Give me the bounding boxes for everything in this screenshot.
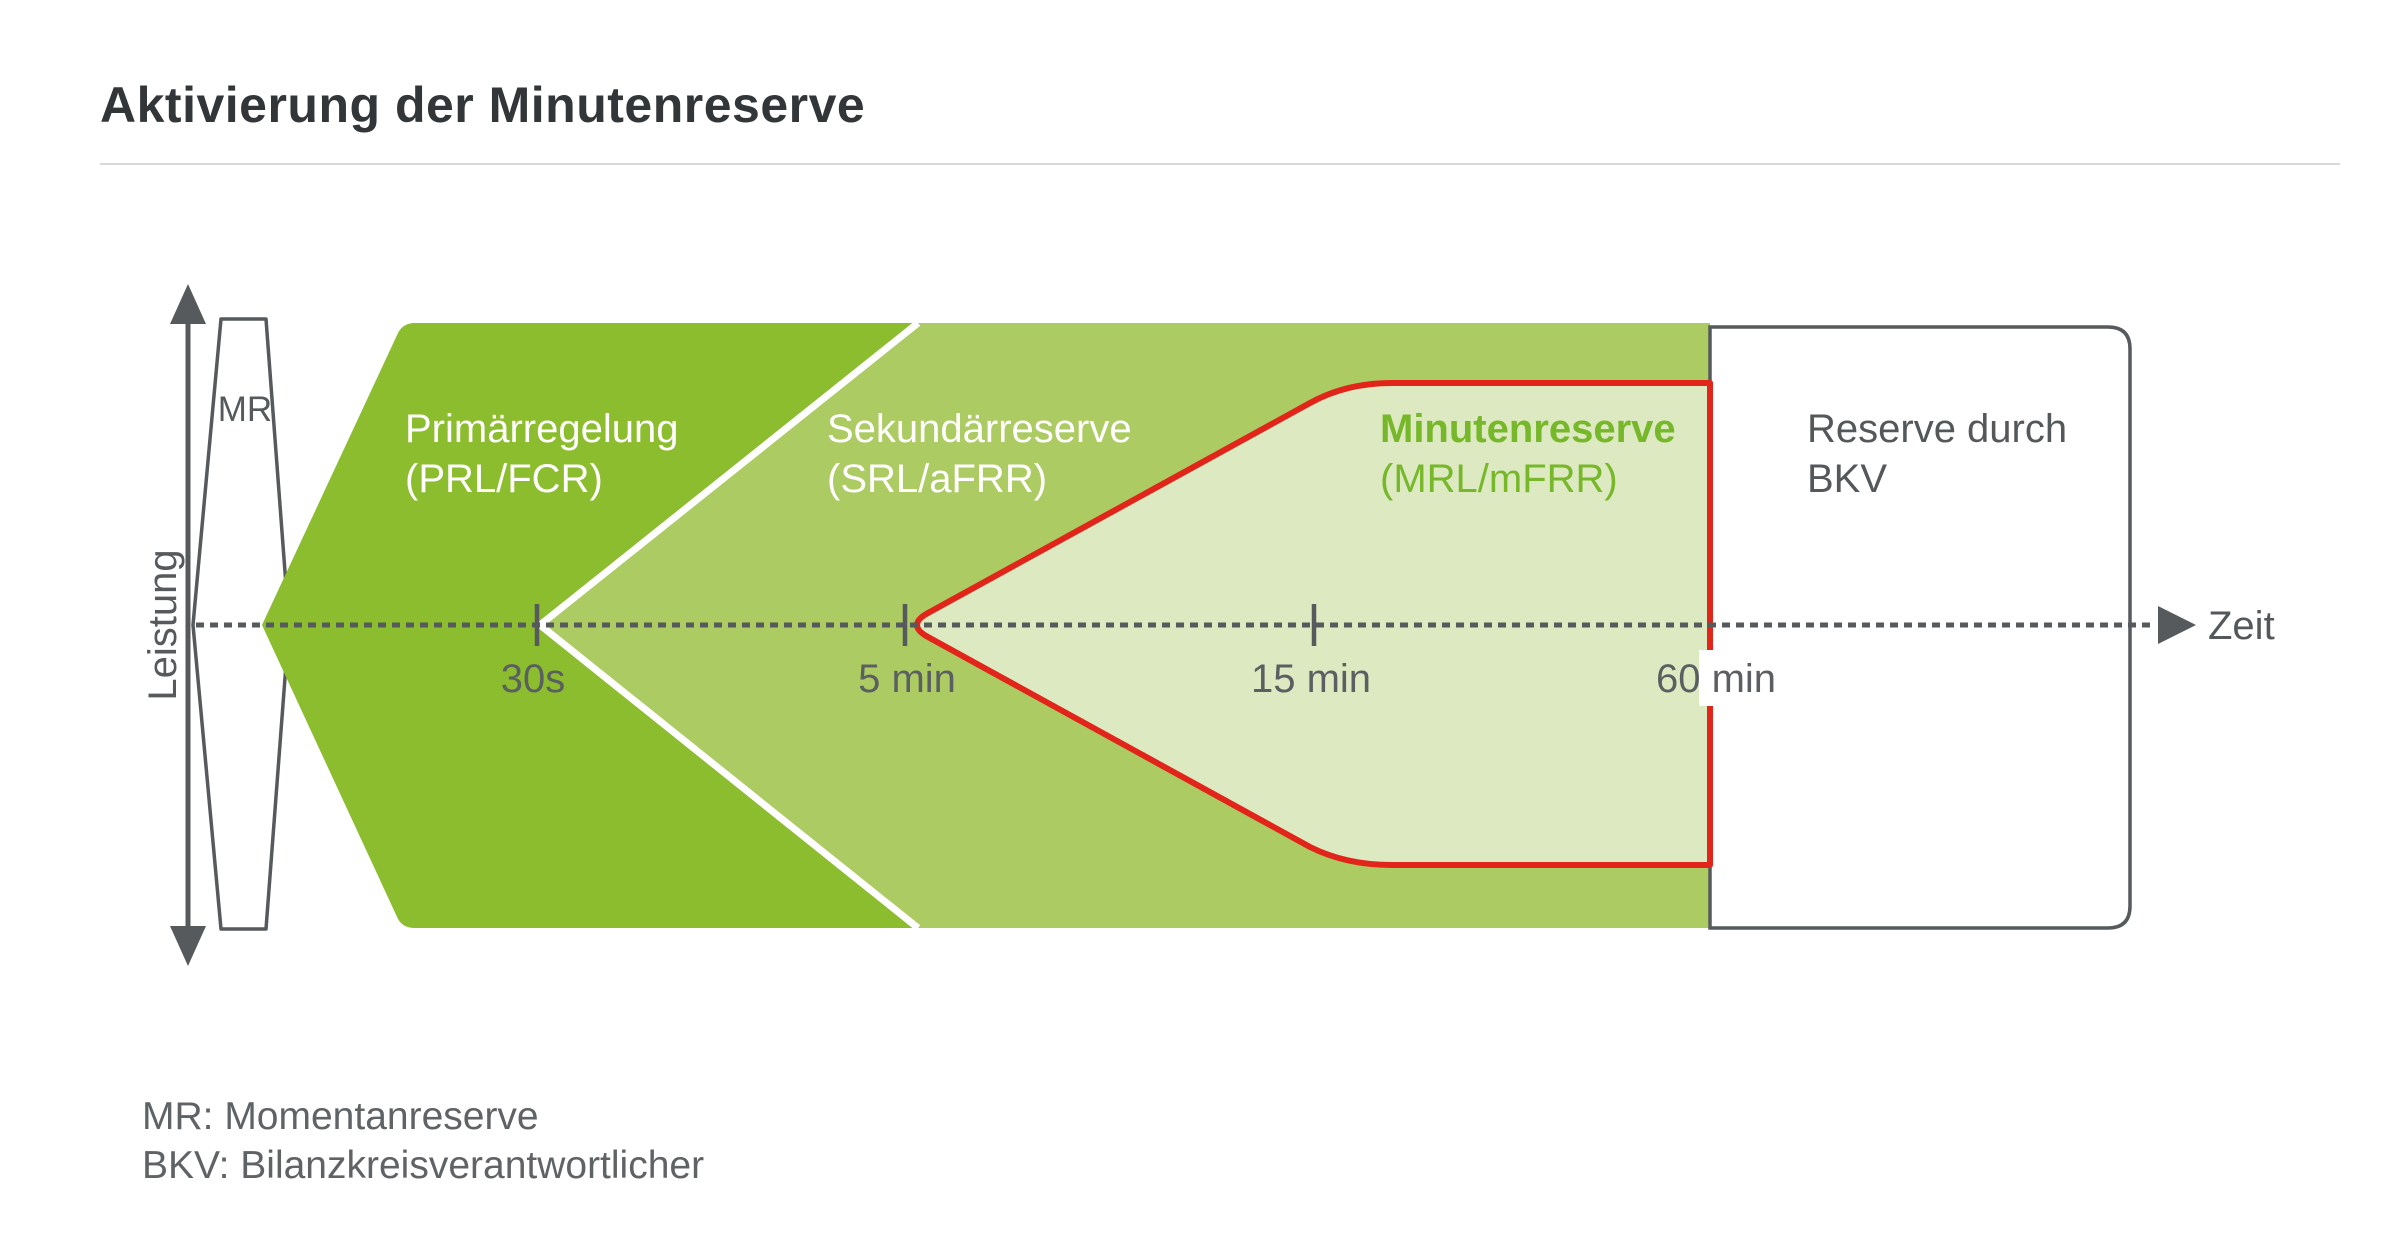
tick-label-30s: 30s <box>501 657 566 701</box>
power-axis-arrowhead-bottom <box>170 926 206 966</box>
legend-line-bkv: BKV: Bilanzkreisverantwortlicher <box>142 1144 705 1187</box>
band-minutenreserve-abbr: (MRL/mFRR) <box>1380 457 1618 501</box>
power-axis-arrowhead-top <box>170 284 206 324</box>
bkv-box-label: Reserve durch <box>1807 407 2067 451</box>
tick-label-5min: 5 min <box>858 657 956 701</box>
band-primaerregelung-label: Primärregelung <box>405 407 678 451</box>
band-primaerregelung-abbr: (PRL/FCR) <box>405 457 603 501</box>
page-title: Aktivierung der Minutenreserve <box>100 77 866 133</box>
title-divider-rule <box>100 163 2340 165</box>
tick-label-15min: 15 min <box>1251 657 1371 701</box>
label-knockout <box>1699 650 1723 706</box>
footnote-legend: MR: Momentanreserve BKV: Bilanzkreisvera… <box>142 1092 704 1190</box>
band-sekundaerreserve-label: Sekundärreserve <box>827 407 1132 451</box>
tick-label-60min: 60 min <box>1656 657 1776 701</box>
bkv-box-abbr: BKV <box>1807 457 1887 501</box>
mr-lens-label: MR <box>218 390 272 429</box>
leistung-axis-label: Leistung <box>141 549 185 700</box>
timeline-arrowhead <box>2158 606 2196 644</box>
band-sekundaerreserve-abbr: (SRL/aFRR) <box>827 457 1047 501</box>
legend-line-mr: MR: Momentanreserve <box>142 1095 539 1138</box>
zeit-axis-label: Zeit <box>2208 604 2275 648</box>
band-minutenreserve-label: Minutenreserve <box>1380 407 1676 451</box>
